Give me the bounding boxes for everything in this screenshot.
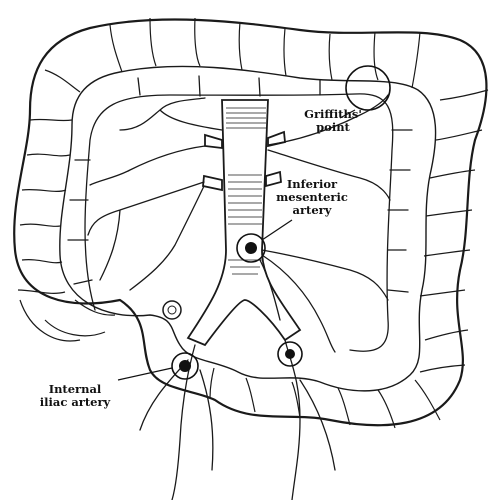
labels: Griffiths' point Inferior mesenteric art… (40, 107, 362, 409)
ima-label-line2: mesenteric (276, 190, 348, 204)
left-colic-branches (267, 94, 391, 201)
right-iliac-ligation (285, 349, 295, 359)
aorta (186, 99, 302, 347)
ima-origin-ligation (245, 242, 257, 254)
marginal-artery (84, 93, 394, 352)
griffiths-label-line2: point (316, 120, 350, 134)
iliac-label-line1: Internal (49, 382, 102, 396)
griffiths-point-circle (345, 65, 391, 111)
vasa-recta (67, 75, 413, 293)
middle-colic-branches (89, 97, 223, 186)
aorta-hatching (226, 107, 266, 275)
right-colic-branches (87, 181, 205, 291)
ima-leader (261, 219, 293, 241)
ima-label-line3: artery (293, 203, 332, 217)
iliac-leader (117, 367, 173, 381)
haustra-bottom (209, 367, 441, 429)
ima-label-line1: Inferior (287, 177, 338, 191)
internal-iliac-ligation (179, 360, 191, 372)
haustra-left (17, 69, 81, 294)
ileum-lumen (167, 305, 177, 315)
right-iliac-circle (277, 341, 303, 367)
haustra-top (109, 17, 421, 89)
colon-inner-outline (59, 65, 437, 392)
haustra-right (419, 89, 489, 373)
griffiths-leader (339, 109, 356, 119)
landmark-markers (171, 65, 391, 380)
cecum-folds (19, 299, 116, 342)
griffiths-label-line1: Griffiths' (304, 107, 362, 121)
aorta-trunk (186, 99, 302, 347)
iliac-branches (139, 339, 336, 500)
ima-origin-circle (236, 233, 266, 263)
ileum-cross-section (162, 300, 182, 320)
mesenteric-vessels (67, 75, 413, 500)
ima-branches (259, 249, 389, 353)
internal-iliac-circle (171, 352, 199, 380)
iliac-label-line2: iliac artery (40, 395, 111, 409)
